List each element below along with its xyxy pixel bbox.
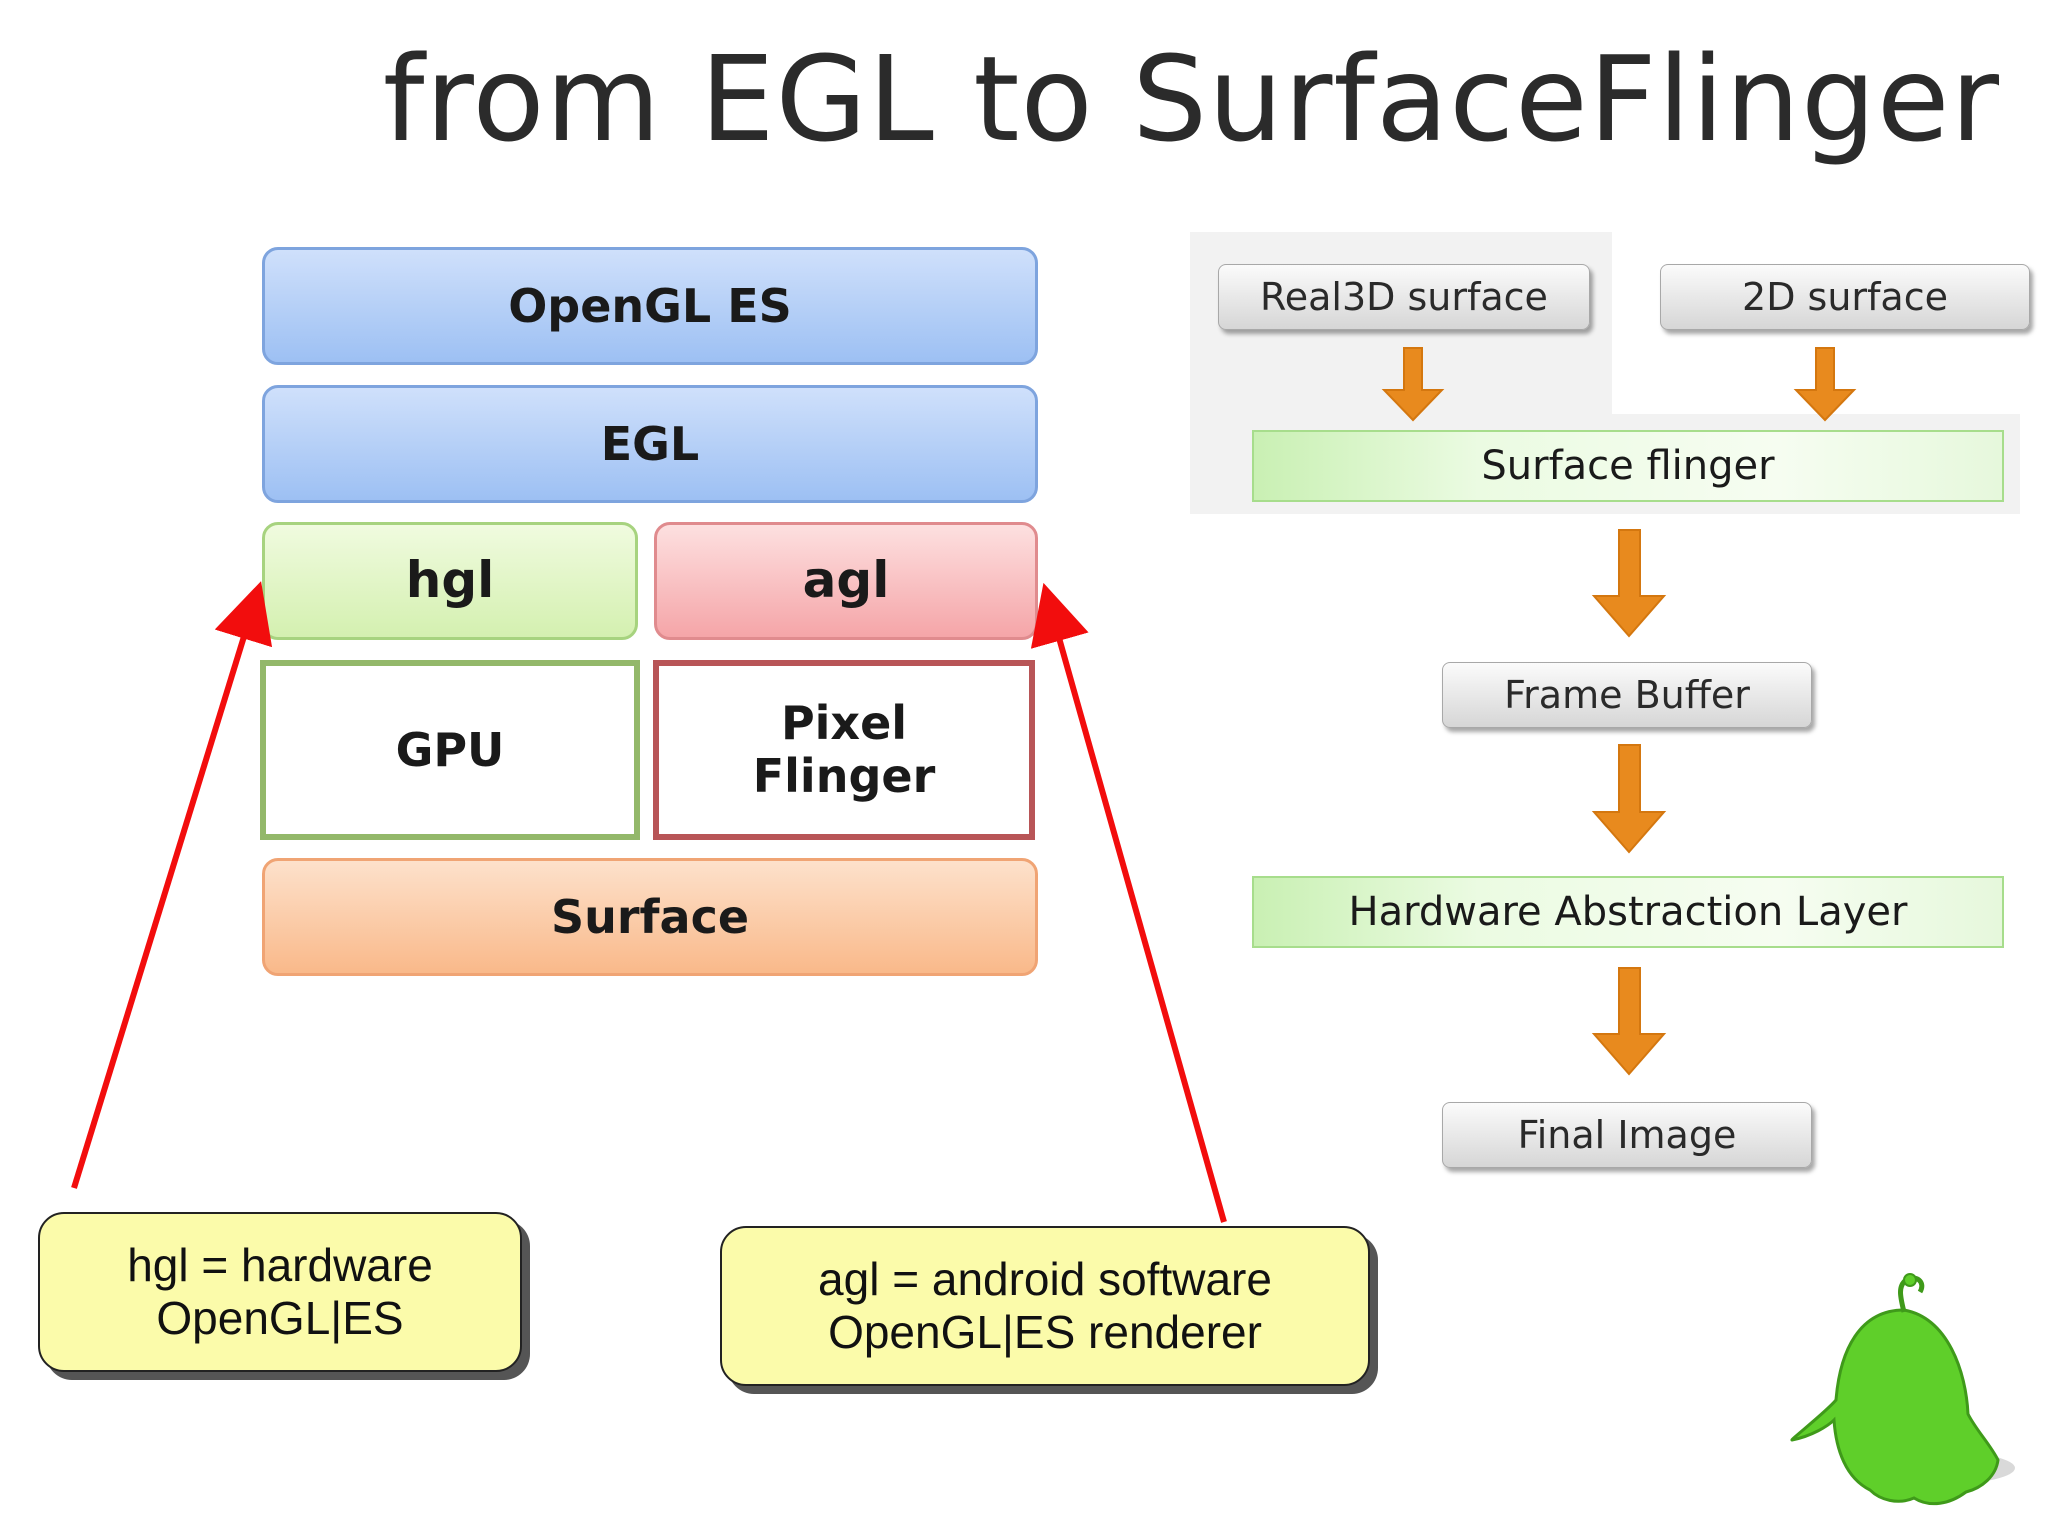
- agl-callout-line2: OpenGL|ES renderer: [828, 1306, 1262, 1358]
- layer-agl: agl: [654, 522, 1038, 640]
- agl-pointer-arrow: [1030, 582, 1227, 1223]
- arrow-hal-to-final-icon: [1591, 967, 1667, 1076]
- page-title: from EGL to SurfaceFlinger: [382, 30, 2000, 168]
- real3d-surface-box: Real3D surface: [1218, 264, 1590, 330]
- layer-surface: Surface: [262, 858, 1038, 976]
- layer-gpu-label: GPU: [395, 722, 505, 777]
- hgl-pointer-arrow: [71, 581, 273, 1189]
- layer-agl-label: agl: [802, 551, 890, 610]
- hal-bar: Hardware Abstraction Layer: [1252, 876, 2004, 948]
- layer-hgl-label: hgl: [405, 551, 495, 610]
- layer-pixel-flinger: Pixel Flinger: [653, 660, 1035, 840]
- layer-gpu: GPU: [260, 660, 640, 840]
- surface-2d-box: 2D surface: [1660, 264, 2030, 330]
- final-image-box: Final Image: [1442, 1102, 1812, 1168]
- layer-egl: EGL: [262, 385, 1038, 503]
- layer-hgl: hgl: [262, 522, 638, 640]
- hgl-callout-line1: hgl = hardware: [127, 1239, 433, 1292]
- arrow-real3d-to-flinger-icon: [1381, 347, 1445, 422]
- layer-surface-label: Surface: [550, 889, 750, 944]
- hgl-callout-line2: OpenGL|ES: [156, 1292, 404, 1344]
- frame-buffer-box: Frame Buffer: [1442, 662, 1812, 728]
- agl-callout-line1: agl = android software: [818, 1253, 1272, 1306]
- layer-opengl-es: OpenGL ES: [262, 247, 1038, 365]
- layer-egl-label: EGL: [600, 416, 700, 471]
- surface-flinger-bar: Surface flinger: [1252, 430, 2004, 502]
- arrow-2d-to-flinger-icon: [1793, 347, 1857, 422]
- arrow-framebuffer-to-hal-icon: [1591, 744, 1667, 854]
- android-mascot-icon: [1790, 1273, 2015, 1506]
- layer-opengl-es-label: OpenGL ES: [508, 278, 792, 333]
- hgl-callout: hgl = hardware OpenGL|ES: [38, 1212, 522, 1372]
- pixel-flinger-line1: Pixel: [780, 696, 908, 751]
- agl-callout: agl = android software OpenGL|ES rendere…: [720, 1226, 1370, 1386]
- arrow-flinger-to-framebuffer-icon: [1591, 529, 1667, 638]
- pixel-flinger-line2: Flinger: [752, 749, 936, 803]
